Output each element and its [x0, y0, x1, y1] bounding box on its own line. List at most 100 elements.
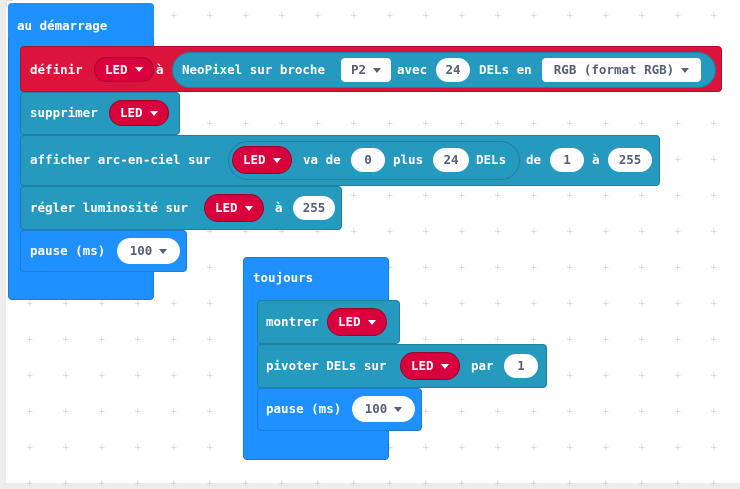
grid-mark: +	[710, 191, 718, 201]
grid-mark: +	[98, 335, 106, 345]
led-count-input[interactable]: 24	[436, 58, 470, 82]
grid-mark: +	[710, 11, 718, 21]
mode-dropdown[interactable]: RGB (format RGB)	[542, 58, 701, 82]
rotate-label: pivoter DELs sur	[266, 358, 387, 373]
brightness-to-label: à	[275, 200, 283, 215]
grid-mark: +	[674, 155, 682, 165]
brightness-variable-dropdown[interactable]: LED	[204, 194, 264, 222]
grid-mark: +	[422, 335, 430, 345]
range-from-label: va de	[303, 152, 341, 167]
grid-mark: +	[710, 119, 718, 129]
grid-mark: +	[26, 299, 34, 309]
hue-from-input[interactable]: 1	[550, 148, 584, 172]
grid-mark: +	[458, 263, 466, 273]
grid-mark: +	[422, 299, 430, 309]
grid-mark: +	[710, 443, 718, 453]
grid-mark: +	[602, 443, 610, 453]
grid-mark: +	[278, 479, 286, 489]
set-brightness-block[interactable]	[20, 186, 342, 230]
set-label: définir	[30, 62, 83, 77]
grid-mark: +	[98, 371, 106, 381]
grid-mark: +	[350, 227, 358, 237]
grid-mark: +	[602, 335, 610, 345]
grid-mark: +	[602, 227, 610, 237]
forever-pause-dropdown[interactable]: 100	[352, 396, 415, 422]
brightness-input[interactable]: 255	[293, 196, 335, 220]
brightness-value: 255	[302, 200, 326, 215]
grid-mark: +	[530, 299, 538, 309]
grid-mark: +	[278, 11, 286, 21]
grid-mark: +	[422, 407, 430, 417]
neopixel-label: NeoPixel sur broche	[182, 62, 325, 77]
grid-mark: +	[134, 299, 142, 309]
grid-mark: +	[26, 335, 34, 345]
clear-variable-dropdown[interactable]: LED	[109, 100, 169, 126]
grid-mark: +	[566, 119, 574, 129]
grid-mark: +	[62, 299, 70, 309]
grid-mark: +	[386, 191, 394, 201]
workspace[interactable]: + + + + + + + + + + + + + + + + + + + + + + + + + + + + + + + + + + + + + + + +…	[6, 0, 740, 489]
grid-mark: +	[62, 407, 70, 417]
grid-mark: +	[602, 299, 610, 309]
grid-mark: +	[422, 11, 430, 21]
grid-mark: +	[422, 119, 430, 129]
grid-mark: +	[206, 371, 214, 381]
grid-mark: +	[638, 299, 646, 309]
grid-mark: +	[638, 479, 646, 489]
grid-mark: +	[638, 191, 646, 201]
forever-pause-label: pause (ms)	[266, 401, 342, 416]
grid-mark: +	[602, 263, 610, 273]
show-variable-value: LED	[338, 314, 361, 329]
grid-mark: +	[494, 227, 502, 237]
grid-mark: +	[422, 263, 430, 273]
grid-mark: +	[530, 227, 538, 237]
grid-mark: +	[98, 443, 106, 453]
grid-mark: +	[674, 479, 682, 489]
grid-mark: +	[170, 479, 178, 489]
chevron-down-icon	[134, 67, 143, 72]
grid-mark: +	[638, 407, 646, 417]
grid-mark: +	[710, 263, 718, 273]
grid-mark: +	[206, 443, 214, 453]
rotate-offset-value: 1	[517, 358, 525, 373]
grid-mark: +	[566, 299, 574, 309]
grid-mark: +	[206, 479, 214, 489]
grid-mark: +	[638, 371, 646, 381]
rotate-by-label: par	[471, 358, 494, 373]
range-from-input[interactable]: 0	[351, 148, 385, 172]
grid-mark: +	[350, 191, 358, 201]
show-variable-dropdown[interactable]: LED	[327, 308, 387, 336]
grid-mark: +	[674, 371, 682, 381]
grid-mark: +	[602, 11, 610, 21]
hue-to-value: 255	[618, 152, 642, 167]
range-count-input[interactable]: 24	[433, 148, 469, 172]
chevron-down-icon	[373, 67, 382, 73]
rainbow-variable-dropdown[interactable]: LED	[232, 146, 292, 174]
pin-dropdown[interactable]: P2	[341, 58, 391, 82]
grid-mark: +	[602, 119, 610, 129]
rotate-offset-input[interactable]: 1	[504, 354, 538, 378]
chevron-down-icon	[367, 319, 376, 325]
grid-mark: +	[494, 263, 502, 273]
chevron-down-icon	[394, 406, 403, 412]
grid-mark: +	[602, 479, 610, 489]
grid-mark: +	[530, 443, 538, 453]
hue-to-input[interactable]: 255	[608, 148, 652, 172]
grid-mark: +	[422, 479, 430, 489]
pause-dropdown[interactable]: 100	[117, 238, 180, 264]
rotate-variable-dropdown[interactable]: LED	[400, 352, 460, 380]
grid-mark: +	[494, 119, 502, 129]
grid-mark: +	[206, 263, 214, 273]
grid-mark: +	[170, 11, 178, 21]
grid-mark: +	[242, 227, 250, 237]
on-start-label: au démarrage	[17, 18, 108, 33]
grid-mark: +	[458, 11, 466, 21]
set-variable-dropdown[interactable]: LED	[94, 57, 154, 82]
chevron-down-icon	[440, 363, 449, 369]
grid-mark: +	[674, 299, 682, 309]
grid-mark: +	[458, 407, 466, 417]
grid-mark: +	[566, 443, 574, 453]
grid-mark: +	[530, 407, 538, 417]
grid-mark: +	[98, 407, 106, 417]
grid-mark: +	[530, 479, 538, 489]
